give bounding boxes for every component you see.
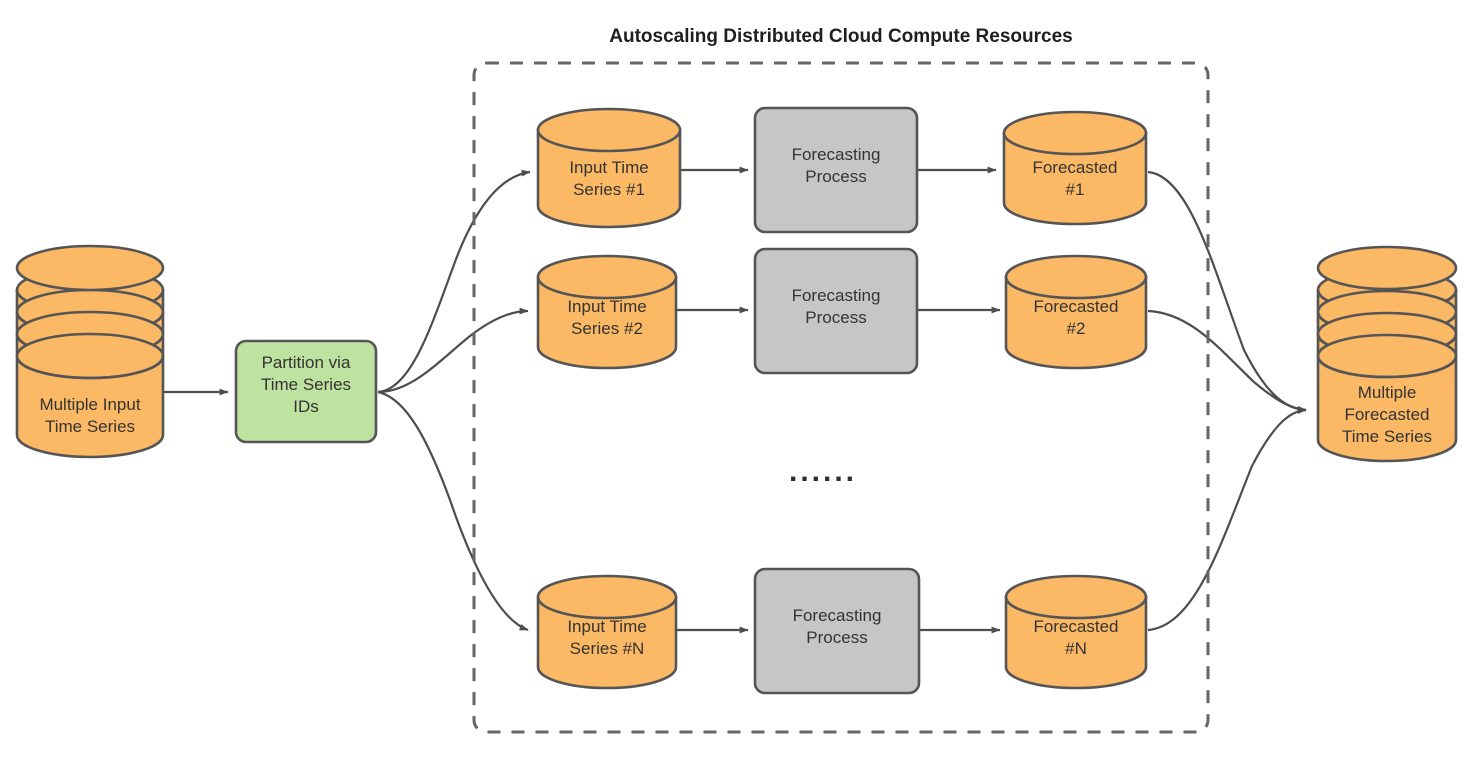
- forecasted-1-cylinder[interactable]: [1002, 110, 1148, 226]
- input-time-series-2-cylinder[interactable]: [536, 254, 678, 370]
- multiple-forecasted-time-series-cylinder[interactable]: [1316, 245, 1458, 463]
- forecasted-n-cylinder[interactable]: [1004, 574, 1148, 690]
- diagram-title: Autoscaling Distributed Cloud Compute Re…: [609, 26, 1073, 47]
- input-time-series-n-cylinder[interactable]: [536, 574, 678, 690]
- row-continuation-ellipsis: ......: [789, 455, 858, 488]
- forecasting-process-1[interactable]: [753, 106, 919, 234]
- edge-row3-to-output-store: [1147, 407, 1307, 632]
- forecasting-process-n[interactable]: [753, 567, 921, 695]
- multiple-input-time-series-cylinder[interactable]: [15, 244, 165, 459]
- edge-partition-to-row-1: [377, 169, 531, 394]
- edge-partition-to-row-3: [377, 390, 529, 632]
- forecasting-process-2[interactable]: [753, 247, 919, 375]
- forecasted-2-cylinder[interactable]: [1004, 254, 1148, 370]
- edge-row2-to-output-store: [1147, 309, 1307, 413]
- partition-node[interactable]: [234, 339, 378, 444]
- edge-partition-to-row-2: [377, 307, 529, 394]
- input-time-series-1-cylinder[interactable]: [536, 107, 682, 229]
